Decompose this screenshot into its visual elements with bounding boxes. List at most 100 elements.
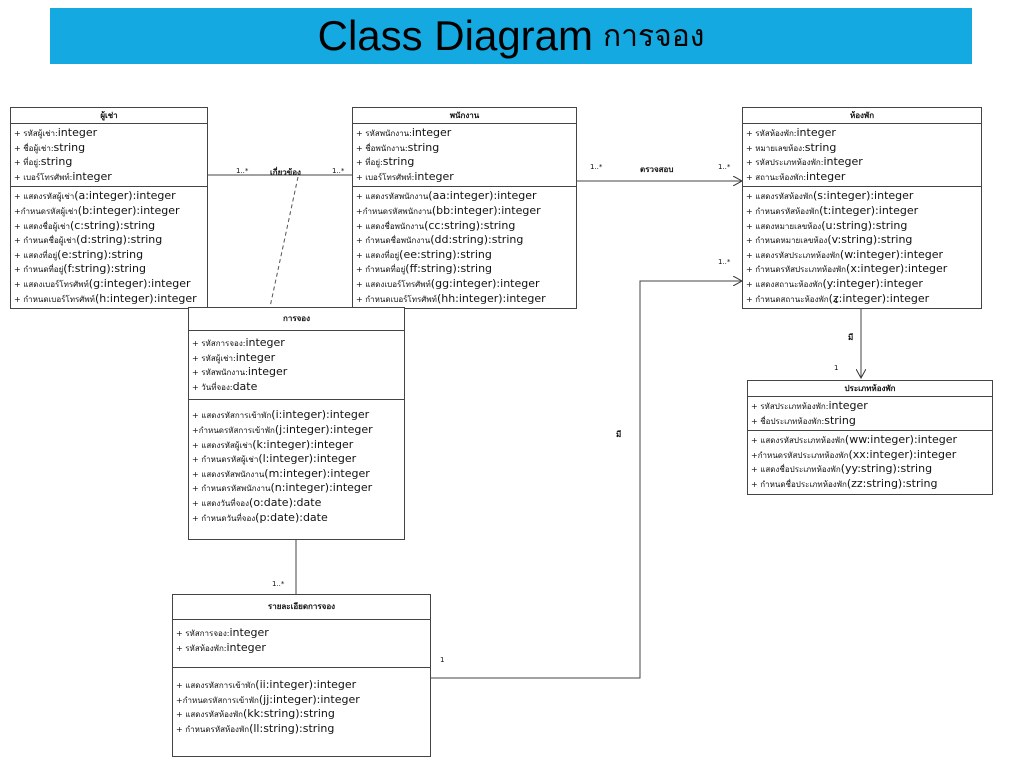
method-row: + กำหนดรหัสประเภทห้องพัก(x:integer):inte…	[746, 262, 978, 277]
assoc-line-detail-room	[431, 281, 742, 679]
title-main: Class Diagram	[317, 12, 594, 59]
attribute-name: + ที่อยู่:	[356, 158, 383, 168]
attribute-type: integer	[57, 126, 98, 139]
class-booking[interactable]: การจอง + รหัสการจอง:integer+ รหัสผู้เช่า…	[188, 307, 405, 541]
method-signature: (bb:integer):integer	[431, 203, 541, 217]
method-row: + แสดงรหัสพนักงาน(m:integer):integer	[192, 467, 401, 482]
method-row: + แสดงชื่อผู้เช่า(c:string):string	[14, 219, 204, 234]
assoc-label-related: เกี่ยวข้อง	[270, 168, 301, 177]
method-signature: (w:integer):integer	[839, 247, 944, 261]
method-name: + แสดงสถานะห้องพัก	[746, 279, 823, 289]
method-row: + แสดงรหัสการเข้าพัก(i:integer):integer	[192, 408, 401, 423]
method-name: + แสดงรหัสพนักงาน	[356, 192, 429, 202]
methods: + แสดงรหัสการเข้าพัก(ii:integer):integer…	[173, 668, 430, 746]
method-name: + แสดงรหัสห้องพัก	[746, 192, 813, 202]
method-signature: (z:integer):integer	[828, 291, 930, 305]
method-row: + แสดงที่อยู่(e:string):string	[14, 248, 204, 263]
class-name: การจอง	[189, 308, 404, 331]
attribute-type: string	[40, 155, 73, 169]
attribute-row: + เบอร์โทรศัพท์:integer	[356, 170, 573, 185]
method-name: + แสดงชื่อประเภทห้องพัก	[751, 465, 841, 475]
method-name: + แสดงรหัสผู้เช่า	[14, 192, 75, 202]
attribute-name: + รหัสผู้เช่า:	[14, 129, 58, 138]
attribute-row: + รหัสการจอง:integer	[176, 626, 427, 641]
method-name: + กำหนดรหัสพนักงาน	[192, 484, 271, 494]
method-row: + แสดงรหัสห้องพัก(s:integer):integer	[746, 189, 978, 204]
method-signature: (aa:integer):integer	[428, 189, 537, 203]
method-name: + แสดงรหัสผู้เช่า	[192, 440, 253, 450]
method-row: + แสดงหมายเลขห้อง(u:string):string	[746, 219, 978, 234]
attribute-type: integer	[247, 365, 288, 379]
attribute-name: + รหัสการจอง:	[192, 339, 246, 348]
class-employee[interactable]: พนักงาน + รหัสพนักงาน:integer+ ชื่อพนักง…	[352, 107, 577, 310]
method-signature: (i:integer):integer	[271, 408, 370, 422]
methods: + แสดงรหัสการเข้าพัก(i:integer):integer +…	[189, 400, 404, 539]
attribute-row: + รหัสพนักงาน:integer	[192, 365, 401, 380]
attribute-name: + เบอร์โทรศัพท์:	[14, 172, 73, 182]
attribute-row: + รหัสผู้เช่า:integer	[192, 351, 401, 366]
method-name: + กำหนดวันที่จอง	[192, 513, 256, 523]
multiplicity-employee-right: 1..*	[590, 163, 603, 171]
class-tenant[interactable]: ผู้เช่า + รหัสผู้เช่า:integer+ ชื่อผู้เช…	[10, 107, 208, 310]
attribute-name: + หมายเลขห้อง:	[746, 143, 805, 153]
method-signature: (n:integer):integer	[270, 481, 373, 495]
method-row: + กำหนดหมายเลขห้อง(v:string):string	[746, 233, 978, 248]
method-signature: (ll:string):string	[249, 721, 335, 735]
method-row: + กำหนดสถานะห้องพัก(z:integer):integer	[746, 292, 978, 307]
class-name: รายละเอียดการจอง	[173, 595, 430, 620]
multiplicity-room-one: 1	[834, 297, 839, 305]
method-signature: (hh:integer):integer	[436, 291, 546, 305]
attribute-type: integer	[411, 126, 452, 139]
method-name: + แสดงรหัสประเภทห้องพัก	[751, 436, 845, 446]
attribute-name: + รหัสประเภทห้องพัก:	[746, 158, 824, 168]
attribute-name: + รหัสห้องพัก:	[746, 129, 797, 138]
method-row: + กำหนดรหัสผู้เช่า(l:integer):integer	[192, 452, 401, 467]
method-row: + กำหนดวันที่จอง(p:date):date	[192, 511, 401, 526]
method-name: + กำหนดรหัสห้องพัก	[746, 206, 820, 216]
method-signature: (xx:integer):integer	[848, 447, 957, 461]
attribute-type: integer	[796, 126, 836, 139]
method-signature: (h:integer):integer	[94, 291, 197, 305]
method-signature: (zz:string):string	[846, 476, 938, 490]
method-signature: (a:integer):integer	[74, 189, 176, 203]
method-name: + แสดงที่อยู่	[14, 250, 58, 260]
attribute-name: + ชื่อพนักงาน:	[356, 143, 408, 153]
attribute-row: + รหัสห้องพัก:integer	[176, 641, 427, 656]
attribute-type: string	[382, 155, 415, 169]
attribute-row: + รหัสประเภทห้องพัก:integer	[751, 399, 989, 414]
method-name: + กำหนดเบอร์โทรศัพท์	[356, 294, 437, 304]
method-row: +กำหนดรหัสพนักงาน(bb:integer):integer	[356, 204, 573, 219]
method-row: + กำหนดชื่อประเภทห้องพัก(zz:string):stri…	[751, 477, 989, 492]
attribute-name: + รหัสพนักงาน:	[356, 129, 412, 138]
class-room-type[interactable]: ประเภทห้องพัก + รหัสประเภทห้องพัก:intege…	[747, 380, 993, 495]
attribute-type: integer	[823, 155, 863, 169]
attribute-row: + ชื่อประเภทห้องพัก:string	[751, 414, 989, 429]
multiplicity-detail-one: 1	[440, 656, 445, 664]
method-name: + กำหนดรหัสห้องพัก	[176, 724, 250, 734]
method-row: + แสดงเบอร์โทรศัพท์(g:integer):integer	[14, 277, 204, 292]
method-name: + กำหนดที่อยู่	[356, 265, 406, 275]
attribute-row: + วันที่จอง:date	[192, 380, 401, 395]
method-row: + กำหนดรหัสพนักงาน(n:integer):integer	[192, 481, 401, 496]
method-row: +กำหนดรหัสผู้เช่า(b:integer):integer	[14, 204, 204, 219]
method-row: + แสดงชื่อพนักงาน(cc:string):string	[356, 219, 573, 234]
attribute-type: string	[804, 140, 837, 154]
class-name: ประเภทห้องพัก	[748, 381, 992, 397]
method-row: + กำหนดรหัสห้องพัก(ll:string):string	[176, 722, 427, 737]
attribute-type: string	[407, 140, 440, 154]
method-row: + แสดงชื่อประเภทห้องพัก(yy:string):strin…	[751, 462, 989, 477]
class-room[interactable]: ห้องพัก + รหัสห้องพัก:integer+ หมายเลขห้…	[742, 107, 982, 310]
attribute-name: + รหัสห้องพัก:	[176, 643, 227, 653]
title-bar: Class Diagram การจอง	[50, 8, 972, 64]
class-booking-detail[interactable]: รายละเอียดการจอง + รหัสการจอง:integer+ ร…	[172, 594, 431, 757]
multiplicity-type-one: 1	[834, 364, 839, 372]
attribute-name: + รหัสผู้เช่า:	[192, 353, 236, 363]
method-signature: (d:string):string	[76, 233, 163, 247]
multiplicity-room-top: 1..*	[718, 163, 731, 171]
method-signature: (gg:integer):integer	[430, 276, 540, 290]
method-row: + กำหนดที่อยู่(f:string):string	[14, 262, 204, 277]
attribute-type: integer	[72, 169, 112, 183]
attribute-type: integer	[229, 626, 269, 639]
class-name: พนักงาน	[353, 108, 576, 124]
methods: + แสดงรหัสพนักงาน(aa:integer):integer+กำ…	[353, 187, 576, 308]
